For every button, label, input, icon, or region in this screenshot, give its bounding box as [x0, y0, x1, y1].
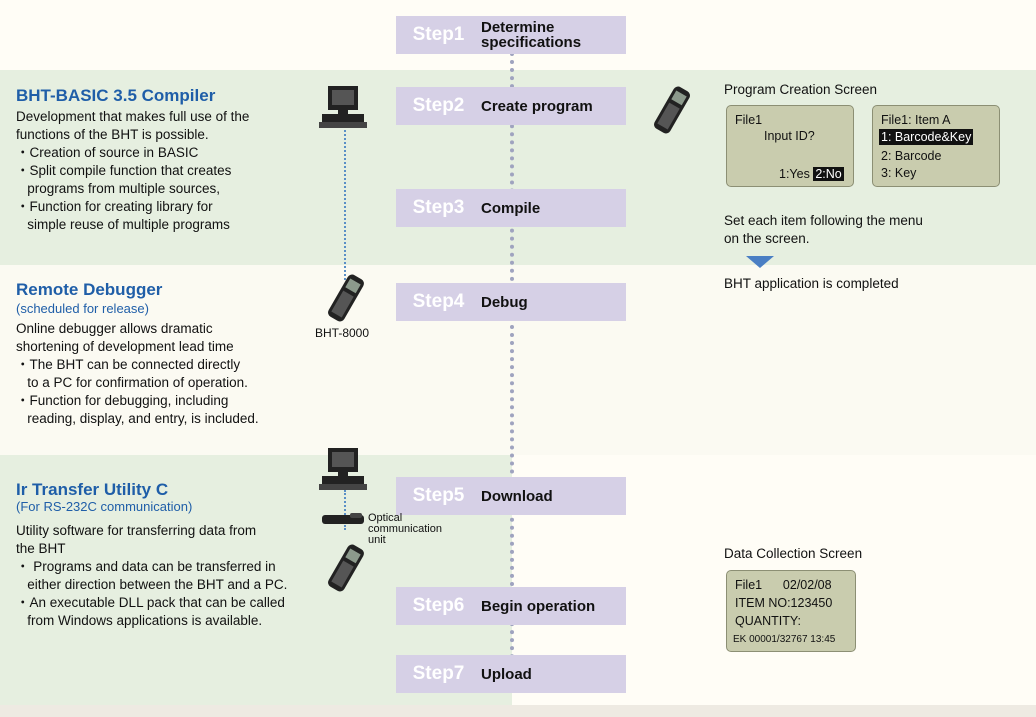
optical-unit-label: Optical communication unit — [368, 512, 442, 546]
compiler-description: Development that makes full use of the f… — [16, 109, 250, 232]
step-3-box: Step3 Compile — [396, 189, 626, 227]
handheld-terminal-icon — [328, 544, 364, 592]
step-2-box: Step2 Create program — [396, 87, 626, 125]
step-number: Step1 — [412, 24, 465, 45]
step-number: Step7 — [412, 663, 465, 684]
step-1-box: Step1 Determine specifications — [396, 16, 626, 54]
step-6-box: Step6 Begin operation — [396, 587, 626, 625]
step-label: Compile — [481, 199, 541, 217]
bht-8000-label: BHT-8000 — [315, 326, 370, 340]
lcd-data-collection: File1 02/02/08 ITEM NO:123450 QUANTITY: … — [726, 570, 856, 652]
program-instruction: Set each item following the menu on the … — [724, 213, 923, 246]
optical-unit-icon — [322, 513, 364, 524]
computer-icon — [319, 86, 367, 128]
program-screen-heading: Program Creation Screen — [724, 82, 878, 97]
down-arrow-icon — [746, 256, 774, 268]
step-label: Create program — [481, 97, 593, 115]
step-number: Step5 — [412, 485, 465, 506]
step-label: Debug — [481, 293, 528, 311]
debugger-subtitle: (scheduled for release) — [16, 301, 149, 316]
step-5-box: Step5 Download — [396, 477, 626, 515]
ir-description: Utility software for transferring data f… — [16, 523, 288, 628]
step-4-box: Step4 Debug — [396, 283, 626, 321]
lcd-item-menu: File1: Item A 1: Barcode&Key 2: Barcode … — [872, 105, 1000, 187]
lcd-yes-no: 1:Yes 2:No — [779, 167, 844, 181]
data-screen-heading: Data Collection Screen — [724, 546, 863, 561]
step-7-box: Step7 Upload — [396, 655, 626, 693]
compiler-connector-line — [344, 130, 346, 280]
flow-dotted-line — [510, 52, 514, 667]
ir-title: Ir Transfer Utility C — [16, 480, 169, 499]
ir-subtitle: (For RS-232C communication) — [16, 499, 193, 514]
computer-icon — [319, 448, 367, 490]
handheld-terminal-icon — [654, 86, 690, 134]
step-label: Download — [481, 487, 553, 505]
application-completed-text: BHT application is completed — [724, 276, 899, 291]
step-number: Step6 — [412, 595, 465, 616]
handheld-terminal-icon — [328, 274, 364, 322]
debugger-description: Online debugger allows dramatic shorteni… — [16, 321, 259, 426]
step-label: Determine specifications — [481, 19, 582, 51]
ir-connector-line — [344, 490, 346, 530]
lcd-input-id: File1 Input ID? 1:Yes 2:No — [726, 105, 854, 187]
band-bottom — [0, 705, 1036, 717]
step-number: Step3 — [412, 197, 465, 218]
step-label: Begin operation — [481, 597, 596, 615]
step-label: Upload — [481, 665, 532, 683]
debugger-title: Remote Debugger — [16, 280, 163, 299]
step-number: Step2 — [412, 95, 465, 116]
step-number: Step4 — [412, 291, 465, 312]
compiler-title: BHT-BASIC 3.5 Compiler — [16, 86, 216, 105]
